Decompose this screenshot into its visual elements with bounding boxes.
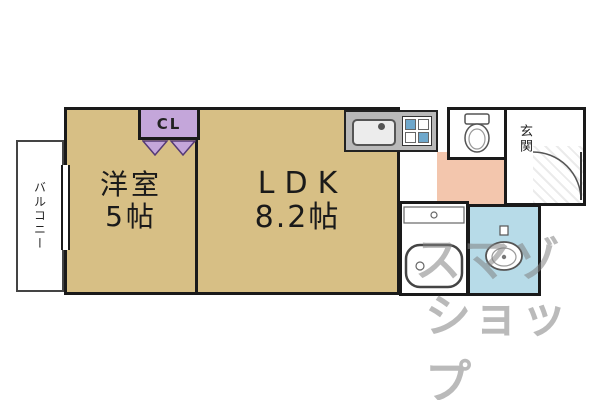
washroom (467, 204, 541, 296)
faucet-icon (378, 123, 385, 130)
balcony-label: バルコニー (32, 181, 47, 251)
closet-label: CL (156, 114, 182, 133)
western-room-size: 5帖 (105, 200, 157, 233)
western-room-name: 洋室 (99, 167, 162, 201)
closet: CL (138, 107, 200, 140)
stove-icon (402, 116, 432, 146)
burner-icon (405, 132, 416, 143)
entrance-label: 玄関 (517, 124, 532, 154)
burner-icon (405, 119, 416, 130)
entrance-area: 玄関 (504, 107, 586, 206)
toilet-room (447, 107, 507, 160)
window-icon (61, 165, 70, 250)
washbasin-icon (485, 225, 523, 271)
burner-icon (418, 119, 429, 130)
bathroom (399, 201, 469, 296)
hallway-area (437, 152, 507, 206)
balcony-area: バルコニー (16, 140, 64, 292)
sink-icon (352, 119, 396, 146)
ldk-size: 8.2帖 (254, 200, 341, 235)
toilet-icon (464, 112, 490, 153)
burner-icon (418, 132, 429, 143)
kitchen-counter (344, 110, 438, 152)
bathtub-icon (403, 205, 465, 288)
door-arc-icon (529, 144, 585, 206)
watermark-line2: ショップ (425, 289, 569, 400)
folding-door-triangles-icon (142, 140, 196, 156)
ldk-name: LDK (257, 165, 348, 201)
